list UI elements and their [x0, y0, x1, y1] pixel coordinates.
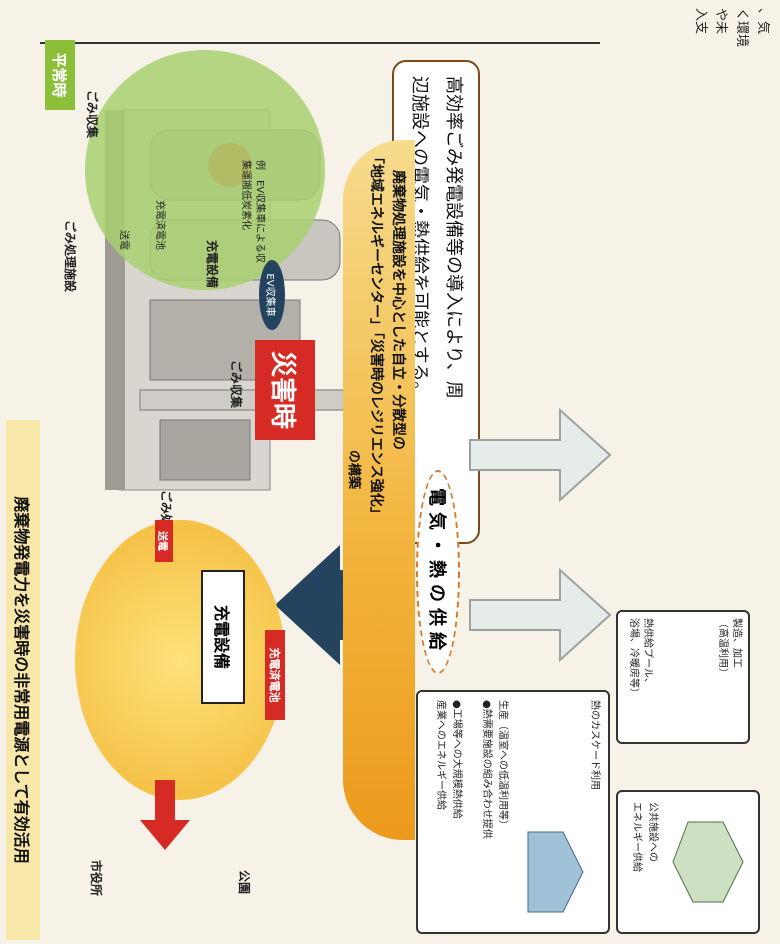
disaster-panel: 災害時 ごみ処理施設 充電設備 送電 充電済電池 ごみ収集 市役所 公園: [30, 340, 325, 910]
heat-box-sub1: 製造、加工: [731, 618, 742, 668]
side-text-3: や未: [713, 8, 729, 35]
heat-box-title: 熱供給プール、: [642, 618, 653, 688]
regional-energy-banner: 廃棄物処理施設を中心とした自立・分散型の 「地域エネルギーセンター」「災害時のレ…: [343, 140, 415, 840]
disaster-park: 公園: [237, 870, 251, 895]
side-text-fragment: 、気 く環境 や未 入支: [652, 8, 772, 48]
banner-line-3: の構築: [346, 450, 361, 490]
public-box-line1: 公共施設への: [647, 802, 658, 862]
heat-supply-box: 製造、加工 （高温利用） 熱供給プール、 浴場、冷暖房等）: [616, 610, 750, 744]
greenhouse-icon: [527, 831, 584, 913]
normal-note-a: 例 EV収集車による収: [254, 160, 265, 263]
supply-arrow-1: [469, 407, 612, 503]
industry-energy-box: 熱のカスケード利用 生産（温室への低温利用等） ●熱需要施設の組み合わせ提供 ●…: [416, 690, 610, 934]
normal-times-panel: 平常時 ごみ処理施設 充電設備 送電 充電済電池 EV収集車 ごみ収集 例 EV…: [25, 40, 325, 340]
supply-arrow-2: [469, 567, 612, 663]
normal-note-b: 集運搬低炭素化: [240, 160, 251, 230]
heat-cascade-label: 熱のカスケード利用: [589, 700, 600, 790]
disaster-charging: 充電設備: [201, 570, 245, 704]
disaster-collection: ごみ収集: [229, 360, 243, 409]
disaster-send: 送電: [155, 520, 173, 562]
heat-box-sub2: （高温利用）: [717, 618, 728, 678]
public-facility-box: 公共施設への エネルギー供給: [616, 790, 760, 934]
heat-box-title2: 浴場、冷暖房等）: [628, 618, 639, 698]
footer-text: 廃棄物発電力を災害時の非常用電源として有効活用: [12, 496, 31, 864]
normal-title: 平常時: [45, 40, 75, 110]
banner-line-2: 「地域エネルギーセンター」「災害時のレジリエンス強化」: [368, 150, 384, 521]
disaster-battery: 充電済電池: [265, 630, 285, 720]
side-text-4: 入支: [692, 8, 708, 35]
side-text-1: 、気: [755, 8, 770, 35]
normal-ev-note: EV収集車: [259, 260, 285, 330]
normal-battery: 充電済電池: [154, 200, 165, 250]
industry-line-b: ●熱需要施設の組み合わせ提供: [481, 700, 492, 839]
banner-line-1: 廃棄物処理施設を中心とした自立・分散型の: [390, 170, 406, 450]
normal-send: 送電: [118, 230, 129, 250]
normal-collection: ごみ収集: [85, 90, 99, 139]
footer-strip: 廃棄物発電力を災害時の非常用電源として有効活用: [6, 420, 40, 940]
normal-facility: ごみ処理施設: [63, 220, 77, 293]
industry-line-d: 産業へのエネルギー供給: [435, 700, 446, 810]
normal-charging: 充電設備: [205, 240, 219, 289]
side-text-2: く環境: [734, 8, 750, 48]
supply-label: 電気・熱の供給: [426, 488, 447, 656]
disaster-title: 災害時: [255, 340, 315, 440]
industry-line-a: 生産（温室への低温利用等）: [497, 700, 508, 830]
public-box-line2: エネルギー供給: [631, 802, 642, 872]
disaster-yellow-circle: [75, 520, 285, 800]
public-building-icon: [672, 821, 744, 903]
power-arrow-icon: [140, 780, 190, 850]
disaster-cityhall: 市役所: [89, 860, 103, 897]
supply-label-ellipse: 電気・熱の供給: [416, 470, 460, 674]
industry-line-c: ●工場等への大規模熱供給: [451, 700, 462, 819]
callout-line-1: 高効率ごみ発電設備等の導入により、周: [443, 76, 464, 399]
